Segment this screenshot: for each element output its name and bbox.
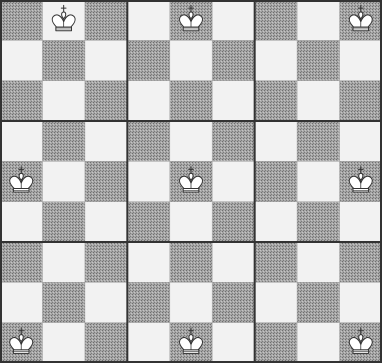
light-square [42, 242, 85, 283]
dark-square [255, 323, 298, 363]
dark-square [0, 242, 43, 283]
light-square [127, 81, 170, 122]
light-square [255, 40, 298, 81]
dark-square [0, 0, 43, 41]
dark-square [127, 202, 170, 243]
light-square [127, 323, 170, 363]
light-square [297, 0, 340, 41]
light-square [212, 81, 255, 122]
light-square [212, 323, 255, 363]
light-square [255, 282, 298, 323]
light-square [297, 242, 340, 283]
light-square [127, 242, 170, 283]
dark-square [340, 81, 382, 122]
dark-square [297, 121, 340, 162]
dark-square [127, 282, 170, 323]
light-square [170, 282, 213, 323]
light-square [340, 282, 382, 323]
light-square [0, 202, 43, 243]
dark-square [255, 242, 298, 283]
dark-square [297, 40, 340, 81]
light-square [170, 202, 213, 243]
light-square [340, 202, 382, 243]
dark-square [42, 202, 85, 243]
light-square [212, 161, 255, 202]
dark-square [255, 161, 298, 202]
light-square [297, 323, 340, 363]
light-square [85, 282, 128, 323]
light-square [42, 81, 85, 122]
light-square [85, 40, 128, 81]
dark-square [212, 202, 255, 243]
light-square [255, 202, 298, 243]
dark-square [170, 242, 213, 283]
dark-square [212, 121, 255, 162]
dark-square [212, 282, 255, 323]
light-square [340, 121, 382, 162]
dark-square [127, 40, 170, 81]
light-square [42, 161, 85, 202]
dark-square [42, 40, 85, 81]
light-square [0, 282, 43, 323]
light-square [170, 121, 213, 162]
light-square [0, 121, 43, 162]
light-square [212, 242, 255, 283]
light-square [297, 81, 340, 122]
light-square [340, 40, 382, 81]
dark-square [212, 40, 255, 81]
light-square [0, 40, 43, 81]
dark-square [85, 242, 128, 283]
dark-square [340, 242, 382, 283]
dark-square [255, 0, 298, 41]
dark-square [0, 81, 43, 122]
dark-square [85, 323, 128, 363]
dark-square [42, 282, 85, 323]
light-square [297, 161, 340, 202]
light-square [127, 0, 170, 41]
dark-square [255, 81, 298, 122]
dark-square [297, 282, 340, 323]
light-square [255, 121, 298, 162]
dark-square [85, 161, 128, 202]
dark-square [127, 121, 170, 162]
light-square [212, 0, 255, 41]
light-square [42, 323, 85, 363]
dark-square [85, 81, 128, 122]
light-square [85, 121, 128, 162]
dark-square [170, 81, 213, 122]
light-square [170, 40, 213, 81]
light-square [85, 202, 128, 243]
dark-square [85, 0, 128, 41]
light-square [127, 161, 170, 202]
dark-square [42, 121, 85, 162]
dark-square [297, 202, 340, 243]
